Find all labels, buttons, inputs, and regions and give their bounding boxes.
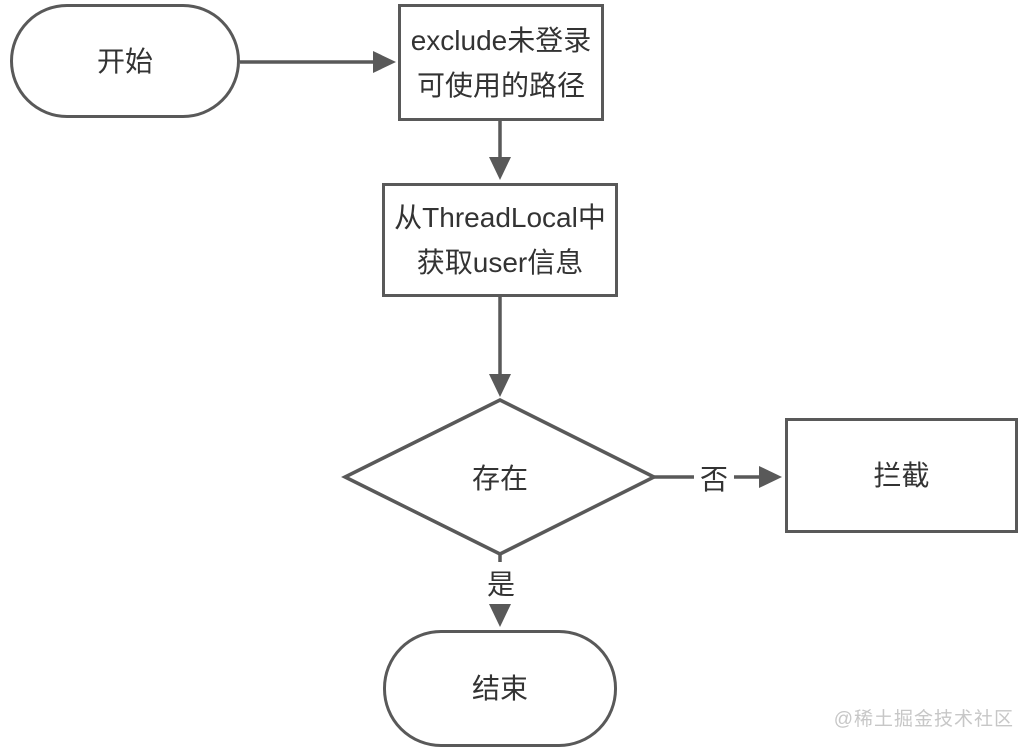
edge-label-no: 否 <box>693 457 735 499</box>
end-node-label: 结束 <box>471 673 528 704</box>
start-node-label: 开始 <box>96 45 153 77</box>
get-user-line2: 获取user信息 <box>416 247 584 278</box>
arrowhead-exclude-to-getuser <box>489 157 511 180</box>
get-user-node: 从ThreadLocal中 获取user信息 <box>382 183 618 297</box>
decision-node-label: 存在 <box>471 463 529 494</box>
arrowhead-exists-to-end <box>489 604 511 627</box>
get-user-line1: 从ThreadLocal中 <box>394 202 606 233</box>
intercept-node-label: 拦截 <box>873 460 930 491</box>
exclude-paths-node: exclude未登录 可使用的路径 <box>398 4 604 121</box>
watermark-text: @稀土掘金技术社区 <box>833 709 1014 730</box>
exclude-paths-line1: exclude未登录 <box>410 24 592 56</box>
arrowhead-getuser-to-exists <box>489 374 511 397</box>
arrowhead-exists-to-intercept <box>759 466 782 488</box>
exclude-paths-line2: 可使用的路径 <box>416 69 585 101</box>
end-node: 结束 <box>383 630 617 747</box>
intercept-node: 拦截 <box>785 418 1018 533</box>
start-node: 开始 <box>10 4 240 118</box>
edge-label-yes: 是 <box>480 562 522 604</box>
arrowhead-start-to-exclude <box>373 51 396 73</box>
